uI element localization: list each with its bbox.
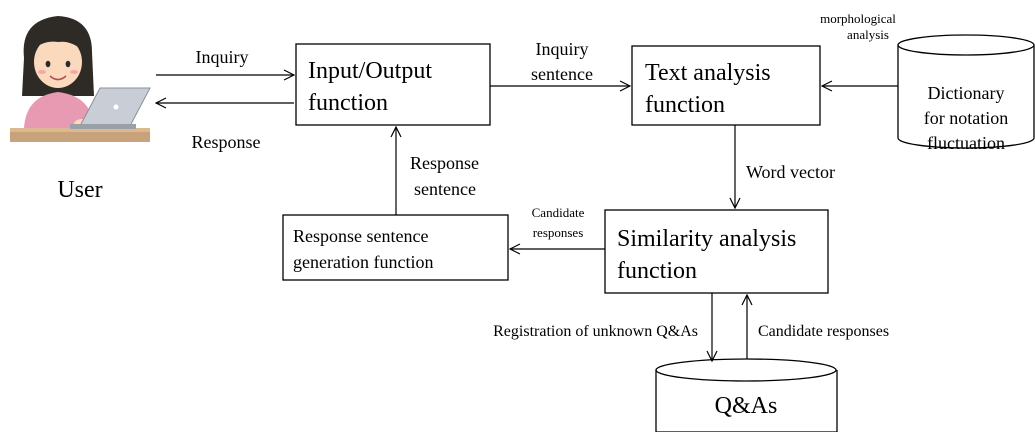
dictionary-label-1: Dictionary	[928, 83, 1005, 103]
similarity-analysis-box: Similarity analysis function	[604, 209, 829, 294]
text-analysis-label-1: Text analysis	[645, 60, 771, 86]
person-at-laptop-icon	[10, 16, 151, 142]
similarity-label-2: function	[617, 258, 697, 284]
qa-database-cylinder: Q&As	[655, 358, 838, 432]
user-caption: User	[57, 177, 102, 203]
io-label-2: function	[308, 90, 388, 116]
label-inquiry: Inquiry	[196, 47, 249, 67]
response-generation-box: Response sentence generation function	[282, 214, 509, 281]
dictionary-label-3: fluctuation	[927, 133, 1005, 153]
qa-label: Q&As	[715, 393, 778, 419]
label-inquiry-sentence-2: sentence	[531, 64, 593, 84]
label-candidate-1: Candidate	[532, 205, 585, 220]
label-registration: Registration of unknown Q&As	[493, 323, 698, 340]
label-inquiry-sentence-1: Inquiry	[536, 39, 589, 59]
dictionary-cylinder: Dictionary for notation fluctuation	[897, 34, 1035, 153]
text-analysis-box: Text analysis function	[631, 45, 821, 126]
resp-gen-label-2: generation function	[293, 252, 433, 272]
label-candidate-responses: Candidate responses	[758, 323, 889, 340]
input-output-box: Input/Output function	[295, 43, 491, 126]
label-response: Response	[192, 132, 261, 152]
label-response-sentence-2: sentence	[414, 179, 476, 199]
io-label-1: Input/Output	[308, 58, 432, 84]
text-analysis-label-2: function	[645, 92, 725, 118]
dictionary-label-2: for notation	[924, 108, 1008, 128]
label-word-vector: Word vector	[746, 162, 835, 182]
label-morphological-2: analysis	[847, 27, 889, 42]
similarity-label-1: Similarity analysis	[617, 226, 796, 252]
resp-gen-label-1: Response sentence	[293, 226, 428, 246]
label-response-sentence-1: Response	[410, 153, 479, 173]
label-candidate-2: responses	[533, 225, 584, 240]
label-morphological-1: morphological	[820, 11, 896, 26]
